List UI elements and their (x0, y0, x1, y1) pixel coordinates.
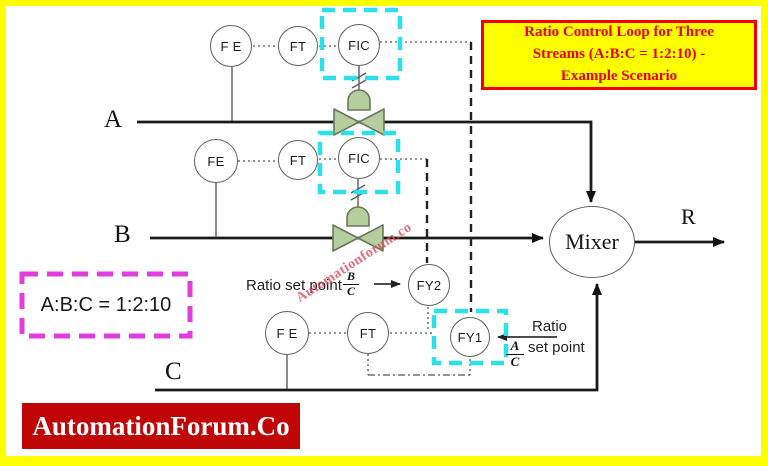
fy1-fraction-numerator: A (506, 338, 524, 355)
fy1-setpoint-label-line1: Ratio (532, 318, 568, 335)
stream-b-label: B (114, 221, 131, 248)
ratio-note-box (19, 271, 193, 339)
brand-banner: AutomationForum.Co (22, 403, 300, 449)
stream-r-label: R (681, 204, 696, 229)
ft-a-instrument: FT (278, 26, 318, 66)
fe-c-instrument: F E (265, 311, 309, 355)
fy1-fraction-denominator: C (510, 353, 520, 369)
title-line-2: Streams (A:B:C = 1:2:10) - (532, 46, 706, 63)
fic-b-label: FIC (348, 150, 370, 166)
brand-banner-text: AutomationForum.Co (32, 410, 290, 441)
fic-a-highlight-box (319, 7, 403, 81)
mixer-label: Mixer (565, 229, 619, 254)
fy1-setpoint-label: Ratio set point (528, 316, 585, 358)
fy2-fraction-numerator: B (343, 269, 359, 285)
ft-b-label: FT (289, 152, 307, 168)
fy2-label: FY2 (416, 277, 442, 293)
stream-a-label: A (104, 106, 123, 133)
fic-b-instrument: FIC (338, 137, 380, 179)
stream-c-line (155, 283, 602, 392)
ft-c-instrument: FT (347, 312, 389, 354)
valve-a-icon (358, 108, 385, 136)
fe-c-label: F E (276, 325, 298, 341)
fy2-setpoint-fraction: B C (343, 269, 359, 299)
fy1-label: FY1 (457, 329, 483, 345)
fic-a-instrument: FIC (338, 24, 380, 66)
valve-b-icon (332, 224, 359, 252)
signal-slash-icon (350, 184, 366, 194)
valve-b-icon (357, 224, 384, 252)
fy1-highlight-box (431, 308, 509, 366)
title-line-3: Example Scenario (560, 67, 678, 84)
stream-c-label: C (165, 358, 182, 385)
fic-b-highlight-box (317, 130, 401, 195)
fe-a-instrument: F E (210, 25, 252, 67)
fy1-setpoint-fraction: A C (506, 338, 524, 370)
fy1-setpoint-label-line2: set point (528, 339, 585, 356)
fic-a-label: FIC (348, 37, 370, 53)
ft-a-label: FT (289, 38, 307, 54)
fy1-instrument: FY1 (450, 317, 490, 357)
fy2-instrument: FY2 (408, 264, 450, 306)
valve-a-actuator-icon (347, 89, 371, 111)
ft-c-label: FT (359, 325, 377, 341)
mixer-unit: Mixer (549, 206, 635, 278)
ft-b-instrument: FT (278, 140, 318, 180)
ratio-note-text: A:B:C = 1:2:10 (40, 293, 172, 316)
fy2-setpoint-label: Ratio set point (246, 277, 342, 294)
fy2-fraction-denominator: C (346, 283, 355, 298)
fe-a-label: F E (220, 38, 242, 54)
fe-b-instrument: FE (194, 139, 238, 183)
fe-b-label: FE (207, 153, 225, 169)
title-line-1: Ratio Control Loop for Three (524, 24, 714, 41)
valve-a-icon (333, 108, 360, 136)
stream-a-line (137, 120, 596, 203)
signal-slash-icon (351, 79, 367, 89)
valve-b-actuator-icon (346, 206, 370, 227)
title-box: Ratio Control Loop for Three Streams (A:… (481, 20, 757, 90)
